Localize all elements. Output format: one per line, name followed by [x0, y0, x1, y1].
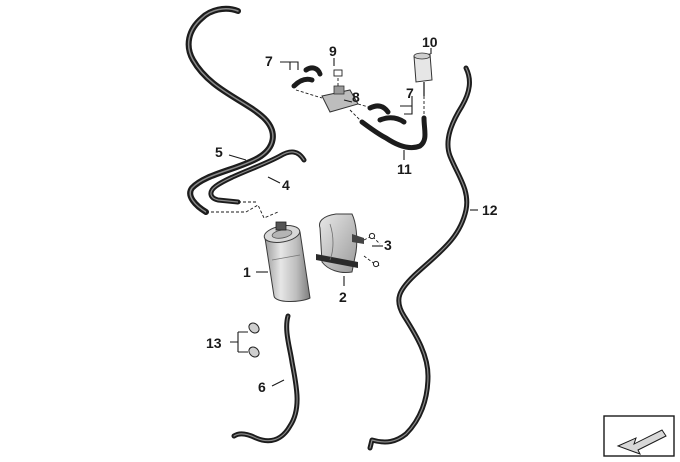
callout-1: 1: [243, 264, 251, 280]
callout-3: 3: [384, 237, 392, 253]
bracket-part-2: [316, 213, 364, 273]
callout-6: 6: [258, 379, 266, 395]
callout-7-left: 7: [265, 53, 273, 69]
clamps-part-13: [248, 322, 260, 358]
callout-5: 5: [215, 144, 223, 160]
callout-9: 9: [329, 43, 337, 59]
hose-part-6: [231, 313, 300, 444]
callout-12: 12: [482, 202, 498, 218]
page-navigation-arrow-icon[interactable]: [603, 415, 675, 457]
assembly-dash-lines-canister: [206, 201, 279, 219]
hose-part-12: [367, 65, 472, 451]
callout-7-right: 7: [406, 85, 414, 101]
valve-assembly-parts-7-11: [291, 52, 433, 151]
leader-lines: [228, 48, 478, 387]
callout-4: 4: [282, 177, 290, 193]
hose-part-4: [208, 149, 307, 205]
screws-part-3: [363, 232, 381, 268]
callout-13: 13: [206, 335, 222, 351]
callout-8: 8: [352, 89, 360, 105]
callout-2: 2: [339, 289, 347, 305]
callout-labels: 1 2 3 4 5 6 7 7 8 9 10 11 12 13: [206, 34, 498, 395]
canister-part-1: [263, 221, 311, 302]
hose-part-5: [185, 5, 276, 215]
callout-11: 11: [397, 161, 412, 177]
callout-10: 10: [422, 34, 438, 50]
